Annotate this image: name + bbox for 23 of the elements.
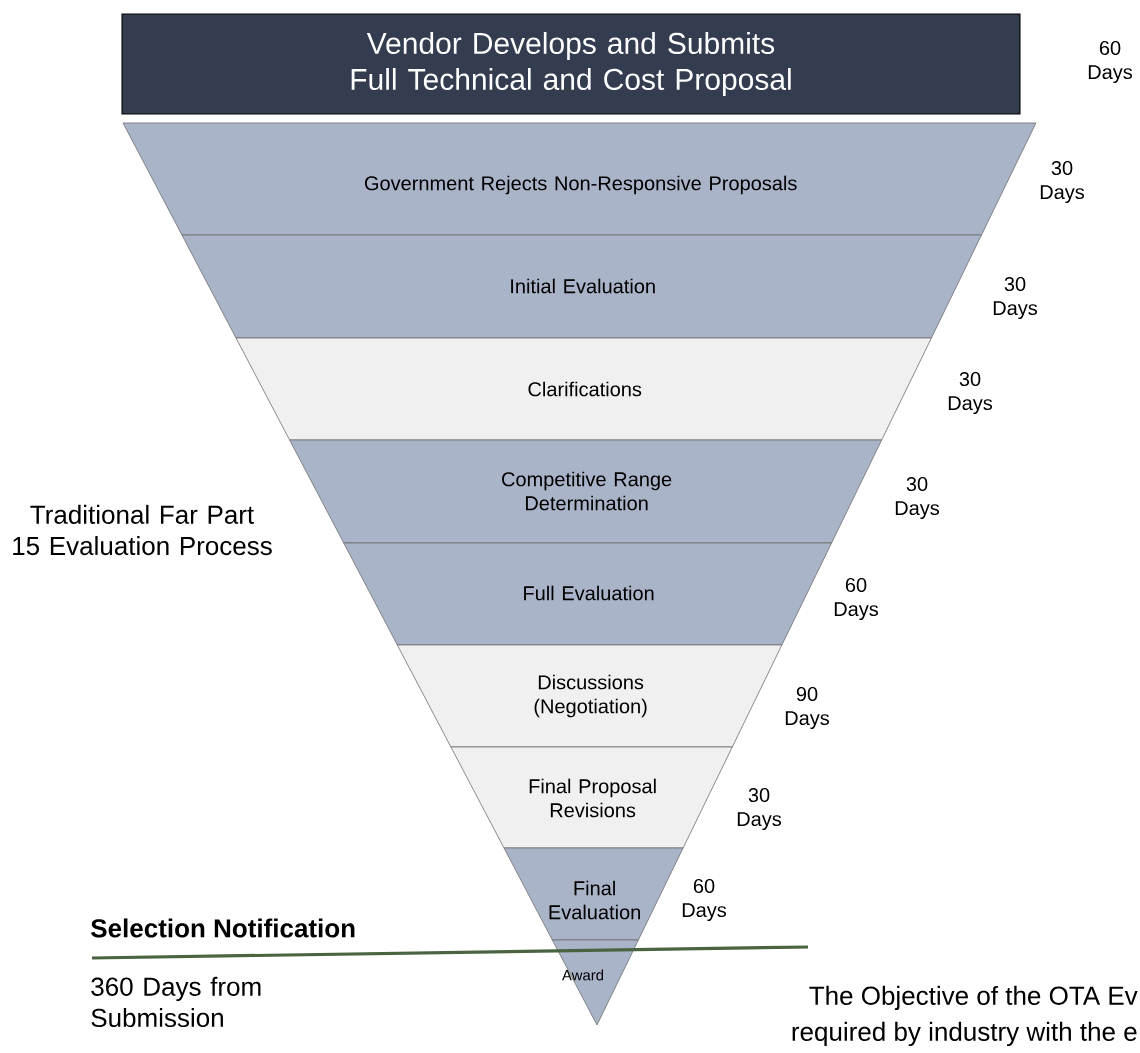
duration-label: 90 Days: [785, 686, 830, 730]
duration-label: 30 Days: [1040, 160, 1085, 204]
duration-label: 60 Days: [834, 577, 879, 621]
duration-label: 30 Days: [737, 787, 782, 831]
funnel-band: Final Proposal Revisions: [450, 746, 733, 849]
duration-label: 60 Days: [1088, 40, 1133, 84]
duration-label: 60 Days: [682, 878, 727, 922]
funnel-band: Award: [551, 939, 639, 1026]
note-text: The Objective of the OTA Ev: [809, 985, 1138, 1011]
funnel-band: Clarifications: [235, 337, 932, 441]
duration-label: 30 Days: [895, 476, 940, 520]
funnel-band: Competitive Range Determination: [289, 439, 883, 544]
title-box: Vendor Develops and Submits Full Technical and Cost Proposal: [121, 13, 1021, 115]
label-text: 360 Days from Submission: [91, 976, 261, 1028]
funnel-band: Full Evaluation: [343, 542, 832, 646]
funnel-band: Initial Evaluation: [181, 234, 982, 339]
duration-label: 30 Days: [993, 276, 1038, 320]
funnel-band: Discussions (Negotiation): [396, 644, 783, 748]
duration-label: 30 Days: [948, 371, 993, 415]
label-text: Traditional Far Part 15 Evaluation Process: [13, 504, 272, 556]
funnel-band: Government Rejects Non-Responsive Proposals: [122, 122, 1037, 236]
note-text: required by industry with the e: [792, 1021, 1137, 1047]
heading-text: Selection Notification: [91, 918, 355, 938]
